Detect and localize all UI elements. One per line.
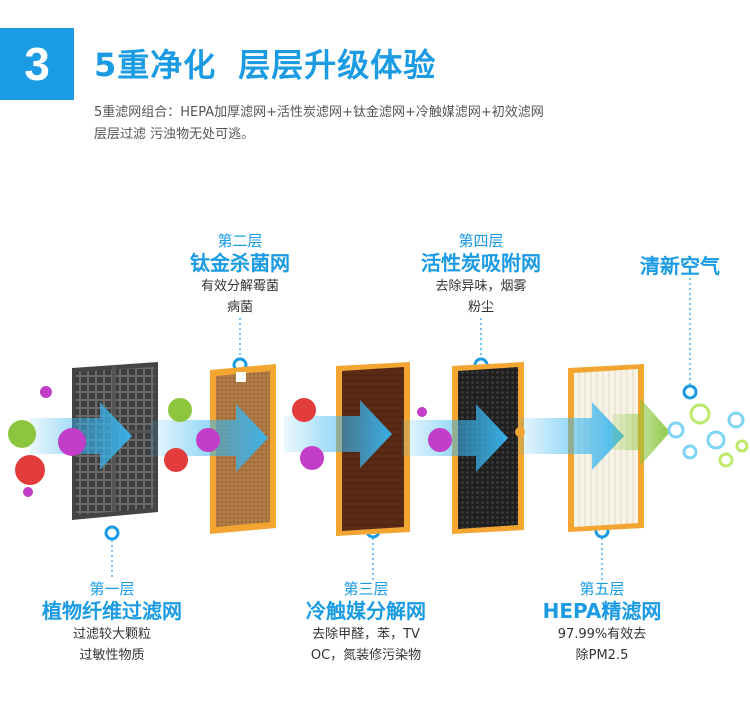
connector-dot-fresh — [682, 384, 698, 400]
layer3-order: 第三层 — [343, 580, 389, 598]
layer1-desc2: 过敏性物质 — [79, 648, 145, 663]
layer2-order: 第二层 — [217, 232, 263, 250]
layer5-desc2: 除PM2.5 — [575, 648, 629, 663]
section-title: 5重净化层层升级体验 — [94, 40, 436, 86]
fresh-air-label: 清新空气 — [640, 254, 720, 278]
layer2-desc2: 病菌 — [226, 300, 253, 315]
layer3-label: 第三层 冷触媒分解网 去除甲醛，苯，TV OC，氮装修污染物 — [266, 580, 466, 666]
section-number-badge: 3 — [0, 28, 74, 100]
layer4-name: 活性炭吸附网 — [421, 251, 541, 275]
layer2-name: 钛金杀菌网 — [190, 251, 290, 275]
layer1-order: 第一层 — [89, 580, 135, 598]
fresh-air-bubbles — [667, 403, 749, 468]
layer3-name: 冷触媒分解网 — [306, 599, 426, 623]
layer1-name: 植物纤维过滤网 — [42, 599, 182, 623]
section-description: 5重滤网组合：HEPA加厚滤网+活性炭滤网+钛金滤网+冷触媒滤网+初效滤网 层层… — [94, 102, 714, 146]
layer4-desc1: 去除异味，烟雾 — [435, 279, 527, 294]
layer5-order: 第五层 — [579, 580, 625, 598]
layer5-desc1: 97.99%有效去 — [557, 627, 647, 642]
layer5-label: 第五层 HEPA精滤网 97.99%有效去 除PM2.5 — [502, 580, 702, 666]
germs — [8, 386, 525, 497]
connector-dot-layer1 — [104, 525, 120, 541]
layer1-desc1: 过滤较大颗粒 — [72, 627, 151, 642]
layer2-label: 第二层 钛金杀菌网 有效分解霉菌 病菌 — [140, 232, 340, 318]
layer4-desc2: 粉尘 — [467, 300, 494, 315]
layer4-order: 第四层 — [458, 232, 504, 250]
layer3-desc2: OC，氮装修污染物 — [310, 648, 422, 663]
layer3-desc1: 去除甲醛，苯，TV — [312, 627, 420, 642]
layer1-label: 第一层 植物纤维过滤网 过滤较大颗粒 过敏性物质 — [12, 580, 212, 666]
title-part-1: 5重净化 — [94, 46, 217, 84]
title-part-2: 层层升级体验 — [238, 46, 437, 84]
description-line-1: 5重滤网组合：HEPA加厚滤网+活性炭滤网+钛金滤网+冷触媒滤网+初效滤网 — [94, 105, 544, 120]
layer2-desc1: 有效分解霉菌 — [200, 279, 279, 294]
description-line-2: 层层过滤 污浊物无处可逃。 — [94, 127, 255, 142]
layer4-label: 第四层 活性炭吸附网 去除异味，烟雾 粉尘 — [381, 232, 581, 318]
layer5-name: HEPA精滤网 — [542, 599, 662, 623]
